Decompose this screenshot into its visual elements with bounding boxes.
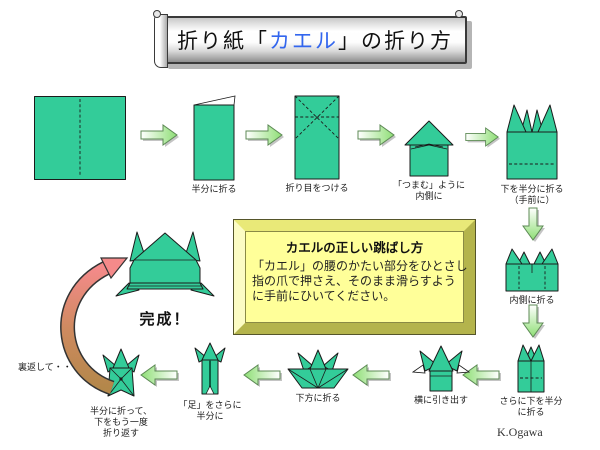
title-text-pre: 折り紙「 <box>177 30 269 53</box>
curved-flip-arrow-icon <box>60 257 129 394</box>
step-label-line: 半分に <box>196 411 224 421</box>
arrow-right-icon <box>245 124 284 147</box>
step-label: 下を半分に折る （手前に） <box>500 184 563 206</box>
origami-creased-shape <box>294 95 340 180</box>
step-label-line: 内側に折る <box>509 295 555 305</box>
title-banner: 折り紙「カエル」の折り方 <box>153 10 467 68</box>
step-fold-inward: 内側に折る <box>492 247 572 306</box>
step-fold-half: 半分に折る <box>172 92 256 195</box>
tip-box: カエルの正しい跳ばし方 「カエル」の腰のかたい部分をひとさし 指の爪で押さえ、そ… <box>233 219 476 335</box>
step-label-line: （手前に） <box>509 195 555 205</box>
step-pinch-inward: 「つまむ」ように 内側に <box>389 116 469 202</box>
step-square <box>33 95 127 181</box>
origami-inward-fold-shape <box>505 248 559 292</box>
step-label-line: 下方に折る <box>295 393 341 403</box>
step-final-fold: 半分に折って、 下をもう一度 折り返す <box>81 346 161 439</box>
step-label-line: 下をもう一度 <box>94 417 148 427</box>
step-fold-downward: 下方に折る <box>278 347 358 404</box>
tip-title: カエルの正しい跳ばし方 <box>285 241 424 255</box>
origami-half-folded-shape <box>193 95 236 181</box>
arrow-right-icon <box>465 127 500 148</box>
step-label: 半分に折って、 下をもう一度 折り返す <box>90 406 152 439</box>
tip-body-line: 「カエル」の腰のかたい部分をひとさし <box>252 259 468 273</box>
step-label-line: 内側に <box>415 191 443 201</box>
step-label: 「つまむ」ように 内側に <box>393 180 465 202</box>
author-signature: K.Ogawa <box>497 425 543 439</box>
step-label-line: 「つまむ」ように <box>392 180 465 190</box>
step-label-line: に折る <box>517 407 545 417</box>
origami-square-shape <box>34 96 126 180</box>
tip-box-inner: カエルの正しい跳ばし方 「カエル」の腰のかたい部分をひとさし 指の爪で押さえ、そ… <box>245 231 468 323</box>
step-label: 折り目をつける <box>285 183 348 194</box>
scroll-knob-icon <box>153 10 161 18</box>
step-fold-bottom-again: さらに下を半分 に折る <box>491 342 571 418</box>
step-label: 半分に折る <box>191 184 236 195</box>
step-label: さらに下を半分 に折る <box>499 396 562 418</box>
step-make-crease: 折り目をつける <box>275 94 359 194</box>
arrow-left-icon <box>140 364 179 387</box>
title-text-frog: カエル <box>269 30 338 53</box>
origami-eared-shape <box>506 104 558 180</box>
arrow-left-icon <box>352 364 391 387</box>
origami-pullout-shape <box>412 345 470 392</box>
scroll-knob-icon <box>455 10 463 18</box>
step-label-line: さらに下を半分 <box>499 396 563 406</box>
arrow-down-icon <box>522 304 545 339</box>
finished-frog: 完成！ <box>112 226 218 329</box>
step-label-line: 折り返す <box>102 428 139 438</box>
step-fold-bottom-half: 下を半分に折る （手前に） <box>492 100 572 206</box>
origami-narrow-shape <box>517 344 545 393</box>
origami-boat-shape <box>287 349 349 389</box>
step-label-line: 折り目をつける <box>285 183 349 193</box>
step-label-line: 半分に折る <box>191 184 237 194</box>
page-title: 折り紙「カエル」の折り方 <box>177 25 453 55</box>
origami-pinched-shape <box>404 120 454 177</box>
step-label: 横に引き出す <box>414 395 468 406</box>
done-label: 完成！ <box>139 311 191 328</box>
step-label-line: 下を半分に折る <box>500 184 564 194</box>
title-text-post: 」の折り方 <box>338 30 453 53</box>
step-fold-legs-half: 「足」をさらに 半分に <box>170 340 250 422</box>
tip-box-frame: カエルの正しい跳ばし方 「カエル」の腰のかたい部分をひとさし 指の爪で押さえ、そ… <box>234 220 475 334</box>
step-pull-out: 横に引き出す <box>401 341 481 406</box>
origami-legs-shape <box>194 342 226 395</box>
arrow-down-icon <box>522 207 545 242</box>
arrow-right-icon <box>357 124 396 147</box>
flip-over-note: 裏返して・・・ <box>18 362 81 372</box>
tip-body-line: 指の爪で押さえ、そのまま滑らすよう <box>252 274 456 288</box>
origami-final-shape <box>102 348 140 397</box>
step-label: 内側に折る <box>509 295 554 306</box>
arrow-left-icon <box>462 364 501 387</box>
step-label: 「足」をさらに 半分に <box>178 400 241 422</box>
arrow-right-icon <box>140 124 179 147</box>
origami-frog-shape <box>115 231 215 297</box>
scroll-curl-icon <box>154 14 168 68</box>
tip-body-line: に手前にひいてください。 <box>252 289 396 303</box>
step-label-line: 半分に折って、 <box>89 406 153 416</box>
step-label-line: 横に引き出す <box>413 395 468 405</box>
step-label-line: 「足」をさらに <box>178 400 242 410</box>
step-label: 下方に折る <box>295 393 340 404</box>
arrow-left-icon <box>243 364 282 387</box>
